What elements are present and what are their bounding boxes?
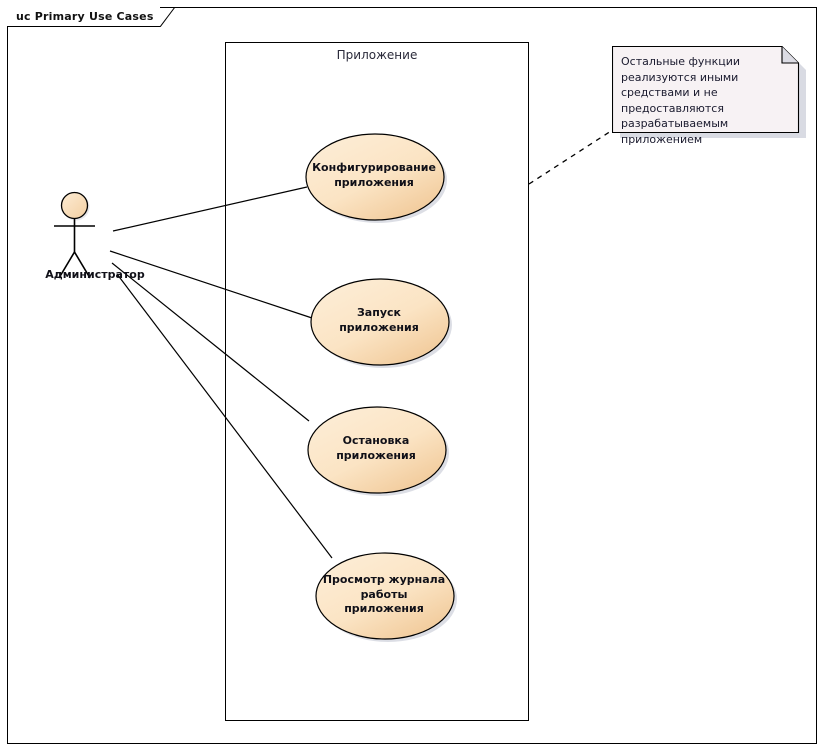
use-case-ellipse-icon xyxy=(307,406,449,496)
use-case-label: Конфигурирование приложения xyxy=(312,161,436,189)
use-case-label: Остановка приложения xyxy=(336,434,416,462)
note-shape-icon xyxy=(612,46,806,138)
title-tab-slant-icon xyxy=(159,7,175,27)
use-case-label: Запуск приложения xyxy=(339,306,419,334)
use-case-ellipse-icon xyxy=(310,278,452,368)
diagram-title-tab[interactable]: uc Primary Use Cases xyxy=(7,7,175,27)
system-boundary-label: Приложение xyxy=(336,48,418,62)
use-case-stop[interactable]: Остановка приложения xyxy=(305,405,451,497)
diagram-title-label: uc Primary Use Cases xyxy=(16,10,154,23)
use-case-configure[interactable]: Конфигурирование приложения xyxy=(303,132,449,224)
use-case-label: Просмотр журнала работы приложения xyxy=(322,572,446,616)
note-annotation[interactable]: Остальные функции реализуются иными сред… xyxy=(612,46,806,146)
actor-label: Администратор xyxy=(45,268,145,281)
use-case-view-log[interactable]: Просмотр журнала работы приложения xyxy=(313,551,459,643)
use-case-ellipse-icon xyxy=(315,552,457,642)
note-text: Остальные функции реализуются иными сред… xyxy=(621,55,741,147)
use-case-ellipse-icon xyxy=(305,133,447,223)
actor-administrator[interactable]: Администратор xyxy=(45,180,145,290)
use-case-start[interactable]: Запуск приложения xyxy=(308,277,454,369)
stick-figure-actor-icon xyxy=(54,191,95,279)
